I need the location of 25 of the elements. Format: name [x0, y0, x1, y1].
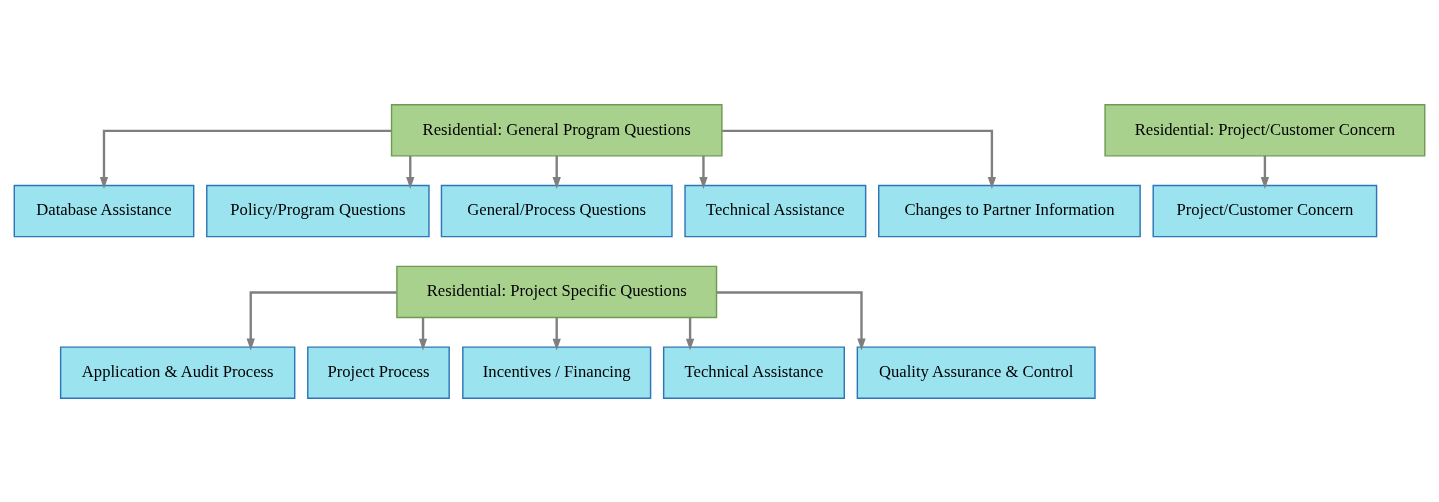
arrow — [716, 290, 866, 350]
arrow — [552, 316, 561, 351]
node-box: Technical Assistance — [684, 184, 867, 237]
node-box: Database Assistance — [13, 184, 195, 237]
node-box: Quality Assurance & Control — [856, 345, 1096, 399]
node-box: Residential: General Program Questions — [390, 103, 723, 157]
node-box: Project Process — [307, 345, 450, 399]
arrow — [722, 129, 997, 189]
arrow — [1260, 155, 1270, 189]
arrow — [418, 316, 428, 351]
arrow — [246, 290, 397, 350]
node-box: Policy/Program Questions — [206, 184, 430, 237]
node-box: Residential: Project/Customer Concern — [1104, 103, 1426, 157]
arrow — [552, 155, 561, 189]
node-box: Changes to Partner Information — [878, 184, 1141, 237]
node-box: Incentives / Financing — [462, 345, 652, 399]
arrow — [685, 316, 695, 351]
node-box: Residential: Project Specific Questions — [396, 265, 718, 318]
arrow — [699, 155, 708, 189]
node-box: Project/Customer Concern — [1152, 184, 1378, 237]
node-box: General/Process Questions — [440, 184, 673, 237]
arrow — [99, 129, 392, 189]
node-box: Application & Audit Process — [59, 345, 296, 399]
arrow — [406, 155, 415, 189]
node-box: Technical Assistance — [662, 345, 845, 399]
